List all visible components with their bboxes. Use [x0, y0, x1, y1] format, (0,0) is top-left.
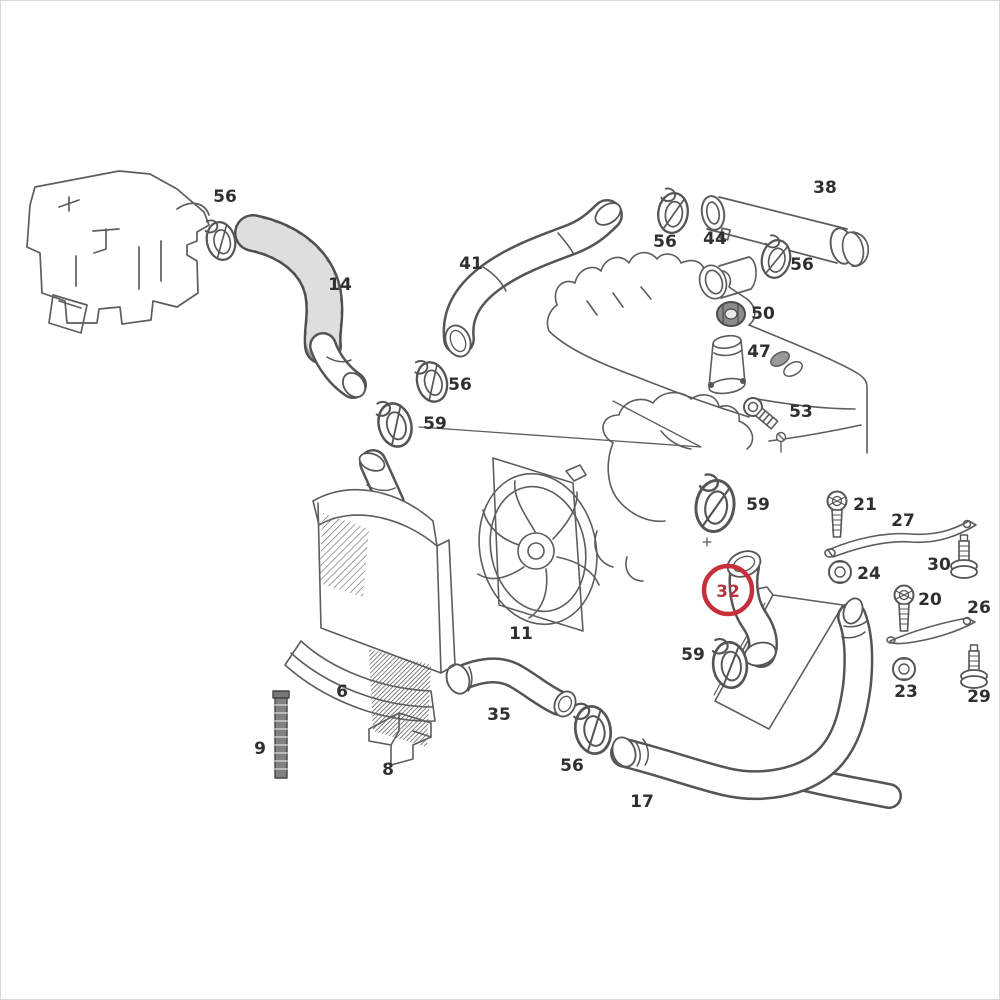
- hose-14-bellows: [234, 214, 367, 399]
- part-label-fan-11: 11: [509, 624, 533, 644]
- clamp-59-turbo: [691, 471, 740, 536]
- clamp-56-hose14-end: [410, 354, 453, 407]
- highlight-circle-32: [701, 563, 755, 617]
- clamp-59-hose14-end: [371, 394, 418, 452]
- part-label-clamp-56-top-left: 56: [213, 187, 237, 207]
- part-label-intercooler-6: 6: [336, 682, 348, 702]
- sleeve-44: [698, 256, 757, 300]
- small-screw-icon: [775, 431, 787, 453]
- bolt-53: [743, 397, 779, 430]
- pipe-38: [700, 195, 870, 268]
- part-label-clamp-56-hose17: 56: [560, 756, 584, 776]
- engine-flange: [48, 294, 88, 334]
- part-label-hose-41: 41: [459, 254, 483, 274]
- clamp-56-hose17: [569, 697, 616, 758]
- nut-23: [892, 657, 916, 681]
- clamp-59-lower: [709, 635, 751, 691]
- part-label-bracket-27: 27: [891, 511, 915, 531]
- part-label-clamp-59-turbo: 59: [746, 495, 770, 515]
- part-label-clamp-59-lower: 59: [681, 645, 705, 665]
- bracket-26: [886, 616, 976, 645]
- nut-24: [828, 560, 852, 584]
- part-label-canister-47: 47: [747, 342, 771, 362]
- part-label-clamp-59-hose14-end: 59: [423, 414, 447, 434]
- bracket-8: [368, 712, 432, 766]
- stud-29: [960, 644, 988, 689]
- stud-30: [950, 534, 978, 579]
- part-label-sleeve-44: 44: [703, 229, 727, 249]
- hose-32: [726, 550, 778, 668]
- hose-41: [442, 199, 623, 358]
- bolt-21: [826, 490, 848, 538]
- leader-lines: [418, 400, 702, 448]
- part-label-bolt-20: 20: [918, 590, 942, 610]
- part-label-pipe-38: 38: [813, 178, 837, 198]
- part-label-hose-32-highlighted: 32: [716, 582, 740, 602]
- part-label-bolt-53: 53: [789, 402, 813, 422]
- part-label-bolt-9: 9: [254, 739, 266, 759]
- engine-block: [26, 170, 210, 334]
- part-label-bracket-8: 8: [382, 760, 394, 780]
- washer-pair: [770, 351, 803, 377]
- part-label-stud-30: 30: [927, 555, 951, 575]
- turbo-housing: [594, 391, 754, 582]
- part-label-bolt-21: 21: [853, 495, 877, 515]
- part-label-clamp-56-hose14-end: 56: [448, 375, 472, 395]
- bolt-9: [272, 690, 290, 779]
- bracket-27: [824, 519, 977, 558]
- clamp-56-hose41-top: [654, 186, 692, 236]
- part-label-nut-24: 24: [857, 564, 881, 584]
- hose-35: [445, 657, 577, 718]
- clamp-56-pipe38: [757, 233, 796, 282]
- part-label-stud-29: 29: [967, 687, 991, 707]
- part-label-ring-50: 50: [751, 304, 775, 324]
- part-label-bracket-26: 26: [967, 598, 991, 618]
- part-label-nut-23: 23: [894, 682, 918, 702]
- ring-50: [716, 301, 746, 327]
- intercooler-6: [284, 449, 456, 747]
- canister-47: [708, 334, 746, 395]
- hose-17: [610, 597, 902, 809]
- part-label-clamp-56-pipe38: 56: [790, 255, 814, 275]
- fan-11: [477, 457, 600, 632]
- part-label-hose-35: 35: [487, 705, 511, 725]
- bolt-20: [893, 584, 915, 632]
- part-label-clamp-56-hose41-top: 56: [653, 232, 677, 252]
- part-label-hose-17: 17: [630, 792, 654, 812]
- part-label-hose-14: 14: [328, 275, 352, 295]
